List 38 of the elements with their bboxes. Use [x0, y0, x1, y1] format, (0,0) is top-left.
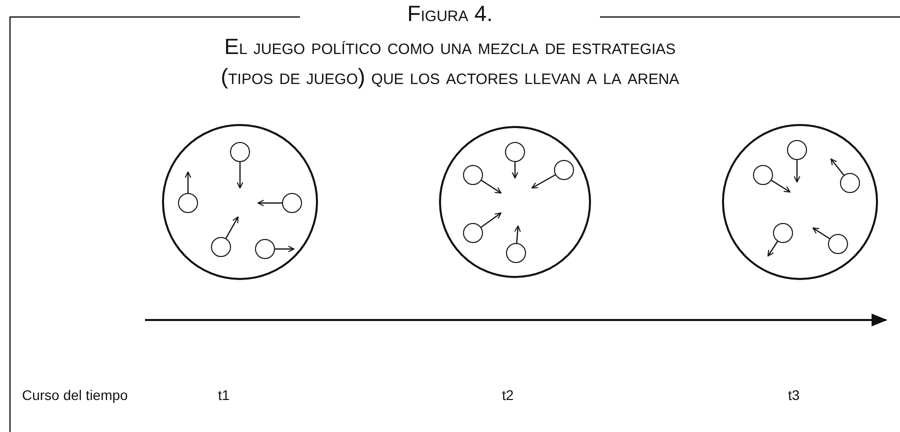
arrow — [771, 180, 790, 192]
time-label: t1 — [218, 387, 230, 403]
actor-circle — [255, 239, 275, 259]
actor-circle — [282, 193, 302, 213]
figure-caption: El juego político como una mezcla de estrategias (tipos de juego) que los actores llevan a la arena — [220, 33, 680, 91]
time-label: t3 — [788, 387, 800, 403]
actor-circle — [828, 234, 848, 254]
arrow — [768, 241, 778, 256]
arrow — [512, 162, 518, 178]
actor-circle — [230, 142, 250, 162]
arena-circle — [722, 124, 878, 280]
actor-circle — [178, 193, 198, 213]
actor-circle — [463, 223, 483, 243]
actor-circle — [787, 140, 807, 160]
arrow — [184, 172, 192, 193]
arena-circle — [162, 124, 318, 280]
axis-label: Curso del tiempo — [22, 387, 128, 403]
arrow — [481, 180, 502, 194]
arrow — [225, 216, 239, 239]
actor-circle — [463, 165, 483, 185]
actor-circle — [753, 165, 773, 185]
arrow — [236, 162, 244, 188]
arena-circle — [439, 126, 591, 278]
actor-circle — [554, 160, 574, 180]
actor-circle — [505, 142, 525, 162]
arrow — [812, 228, 830, 240]
actor-circle — [506, 243, 526, 263]
arrow — [480, 212, 502, 228]
actor-circle — [840, 173, 860, 193]
arrow — [514, 226, 521, 244]
actor-circle — [773, 223, 793, 243]
arrow — [830, 158, 844, 176]
arrow — [794, 160, 800, 182]
arrow — [275, 246, 294, 252]
arrow — [532, 174, 556, 189]
arrow — [258, 200, 282, 206]
time-label: t2 — [502, 387, 514, 403]
actor-circle — [211, 237, 231, 257]
